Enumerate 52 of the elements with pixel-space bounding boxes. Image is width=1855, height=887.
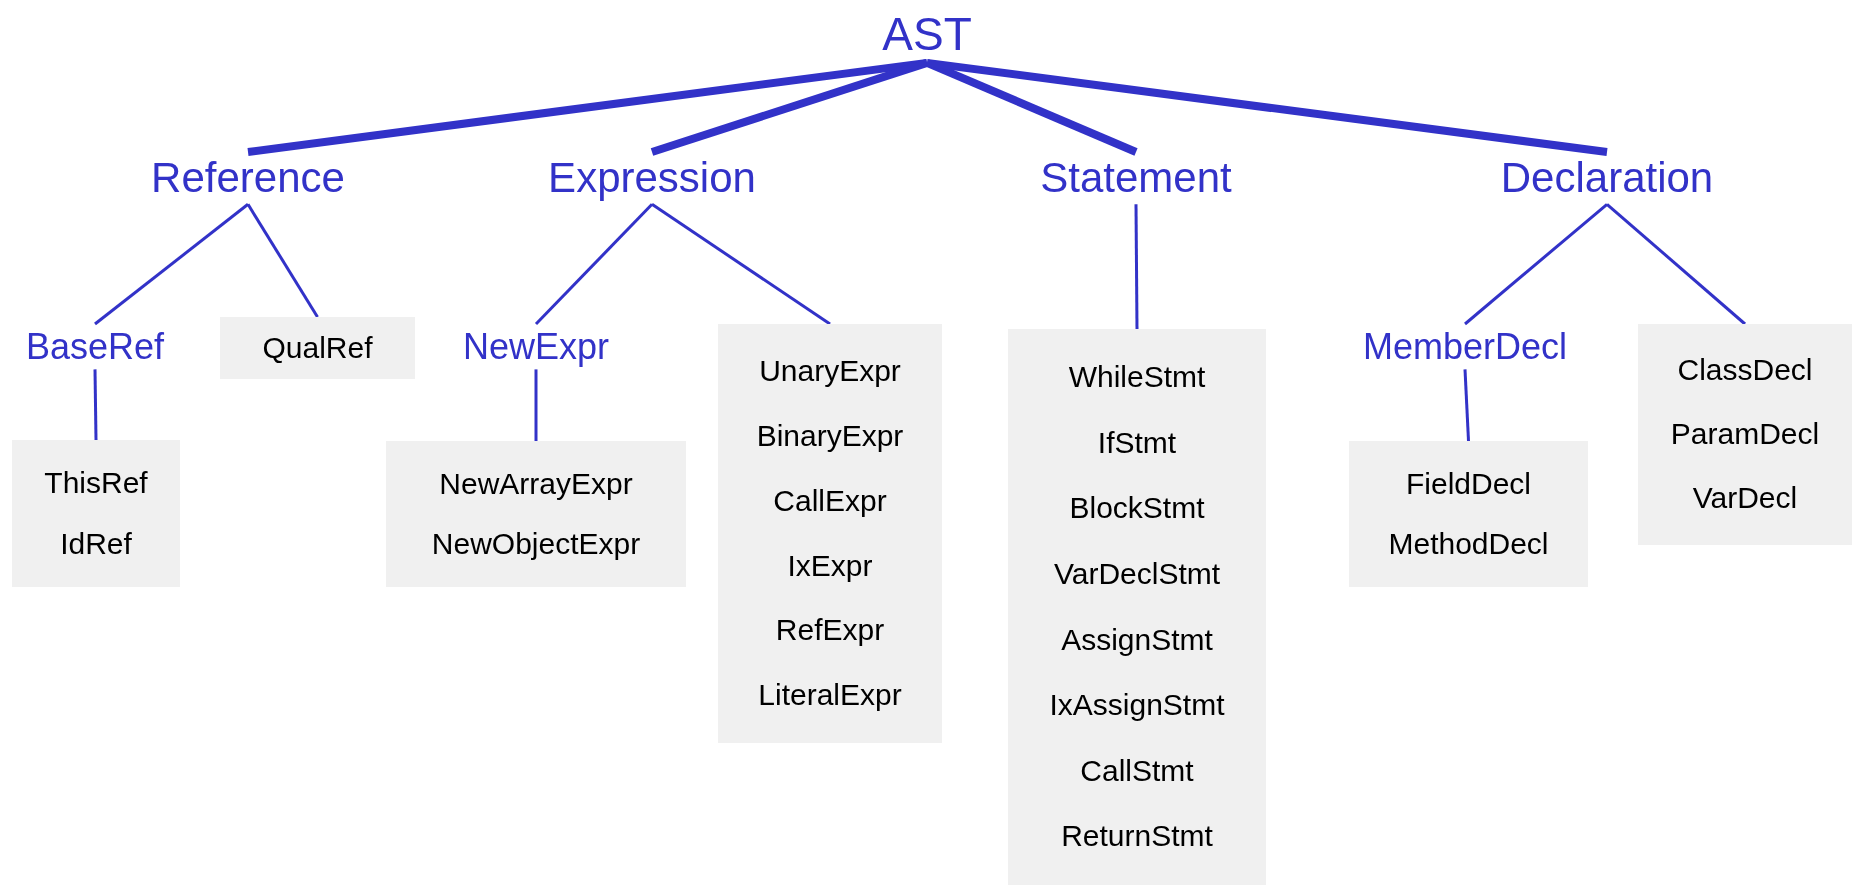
category-label: NewExpr bbox=[457, 324, 615, 370]
tree-edge bbox=[94, 203, 249, 326]
tree-edge bbox=[534, 203, 654, 326]
class-name: CallStmt bbox=[1080, 753, 1194, 789]
class-name: LiteralExpr bbox=[758, 678, 902, 713]
category-label: Reference bbox=[145, 152, 351, 205]
tree-edge bbox=[1606, 203, 1746, 326]
category-label: Declaration bbox=[1494, 152, 1720, 205]
category-label: BaseRef bbox=[19, 324, 171, 370]
class-name: VarDeclStmt bbox=[1053, 556, 1221, 592]
class-name: NewObjectExpr bbox=[431, 526, 641, 562]
class-name: NewArrayExpr bbox=[439, 466, 633, 502]
class-name: BinaryExpr bbox=[756, 419, 904, 454]
class-name: MethodDecl bbox=[1388, 526, 1549, 562]
tree-edge bbox=[93, 369, 98, 441]
class-list-box bbox=[1638, 324, 1852, 545]
class-name: QualRef bbox=[262, 330, 373, 366]
class-name: AssignStmt bbox=[1061, 622, 1213, 658]
class-name: FieldDecl bbox=[1405, 466, 1531, 502]
class-name: UnaryExpr bbox=[759, 354, 901, 389]
class-name: VarDecl bbox=[1692, 481, 1798, 516]
tree-edge bbox=[651, 203, 831, 326]
class-name: IxExpr bbox=[787, 548, 873, 584]
tree-edge bbox=[1463, 369, 1470, 442]
tree-edge bbox=[926, 58, 1608, 156]
class-name: WhileStmt bbox=[1068, 360, 1206, 395]
class-name: ThisRef bbox=[44, 466, 148, 501]
tree-edge bbox=[650, 59, 929, 156]
tree-edge bbox=[1134, 204, 1139, 329]
class-name: CallExpr bbox=[773, 483, 887, 519]
class-name: IdRef bbox=[60, 526, 132, 561]
class-name: IfStmt bbox=[1097, 425, 1177, 461]
category-label: Expression bbox=[542, 152, 762, 205]
class-name: ClassDecl bbox=[1677, 353, 1813, 388]
class-name: IxAssignStmt bbox=[1049, 688, 1225, 723]
class-list-box bbox=[1349, 441, 1588, 587]
category-label: AST bbox=[876, 6, 978, 63]
class-list-box bbox=[12, 440, 180, 587]
class-name: ParamDecl bbox=[1670, 417, 1820, 452]
class-name: BlockStmt bbox=[1069, 491, 1205, 526]
category-label: MemberDecl bbox=[1357, 324, 1573, 370]
class-list-box bbox=[718, 324, 942, 743]
tree-edge bbox=[246, 203, 319, 318]
class-list-box bbox=[220, 317, 415, 379]
tree-edge bbox=[534, 369, 538, 441]
class-list-box bbox=[386, 441, 686, 587]
class-list-box bbox=[1008, 329, 1266, 885]
category-label: Statement bbox=[1034, 152, 1238, 205]
tree-edge bbox=[1464, 203, 1608, 326]
class-name: ReturnStmt bbox=[1061, 819, 1213, 854]
class-name: RefExpr bbox=[775, 613, 885, 648]
tree-edge bbox=[247, 58, 928, 156]
